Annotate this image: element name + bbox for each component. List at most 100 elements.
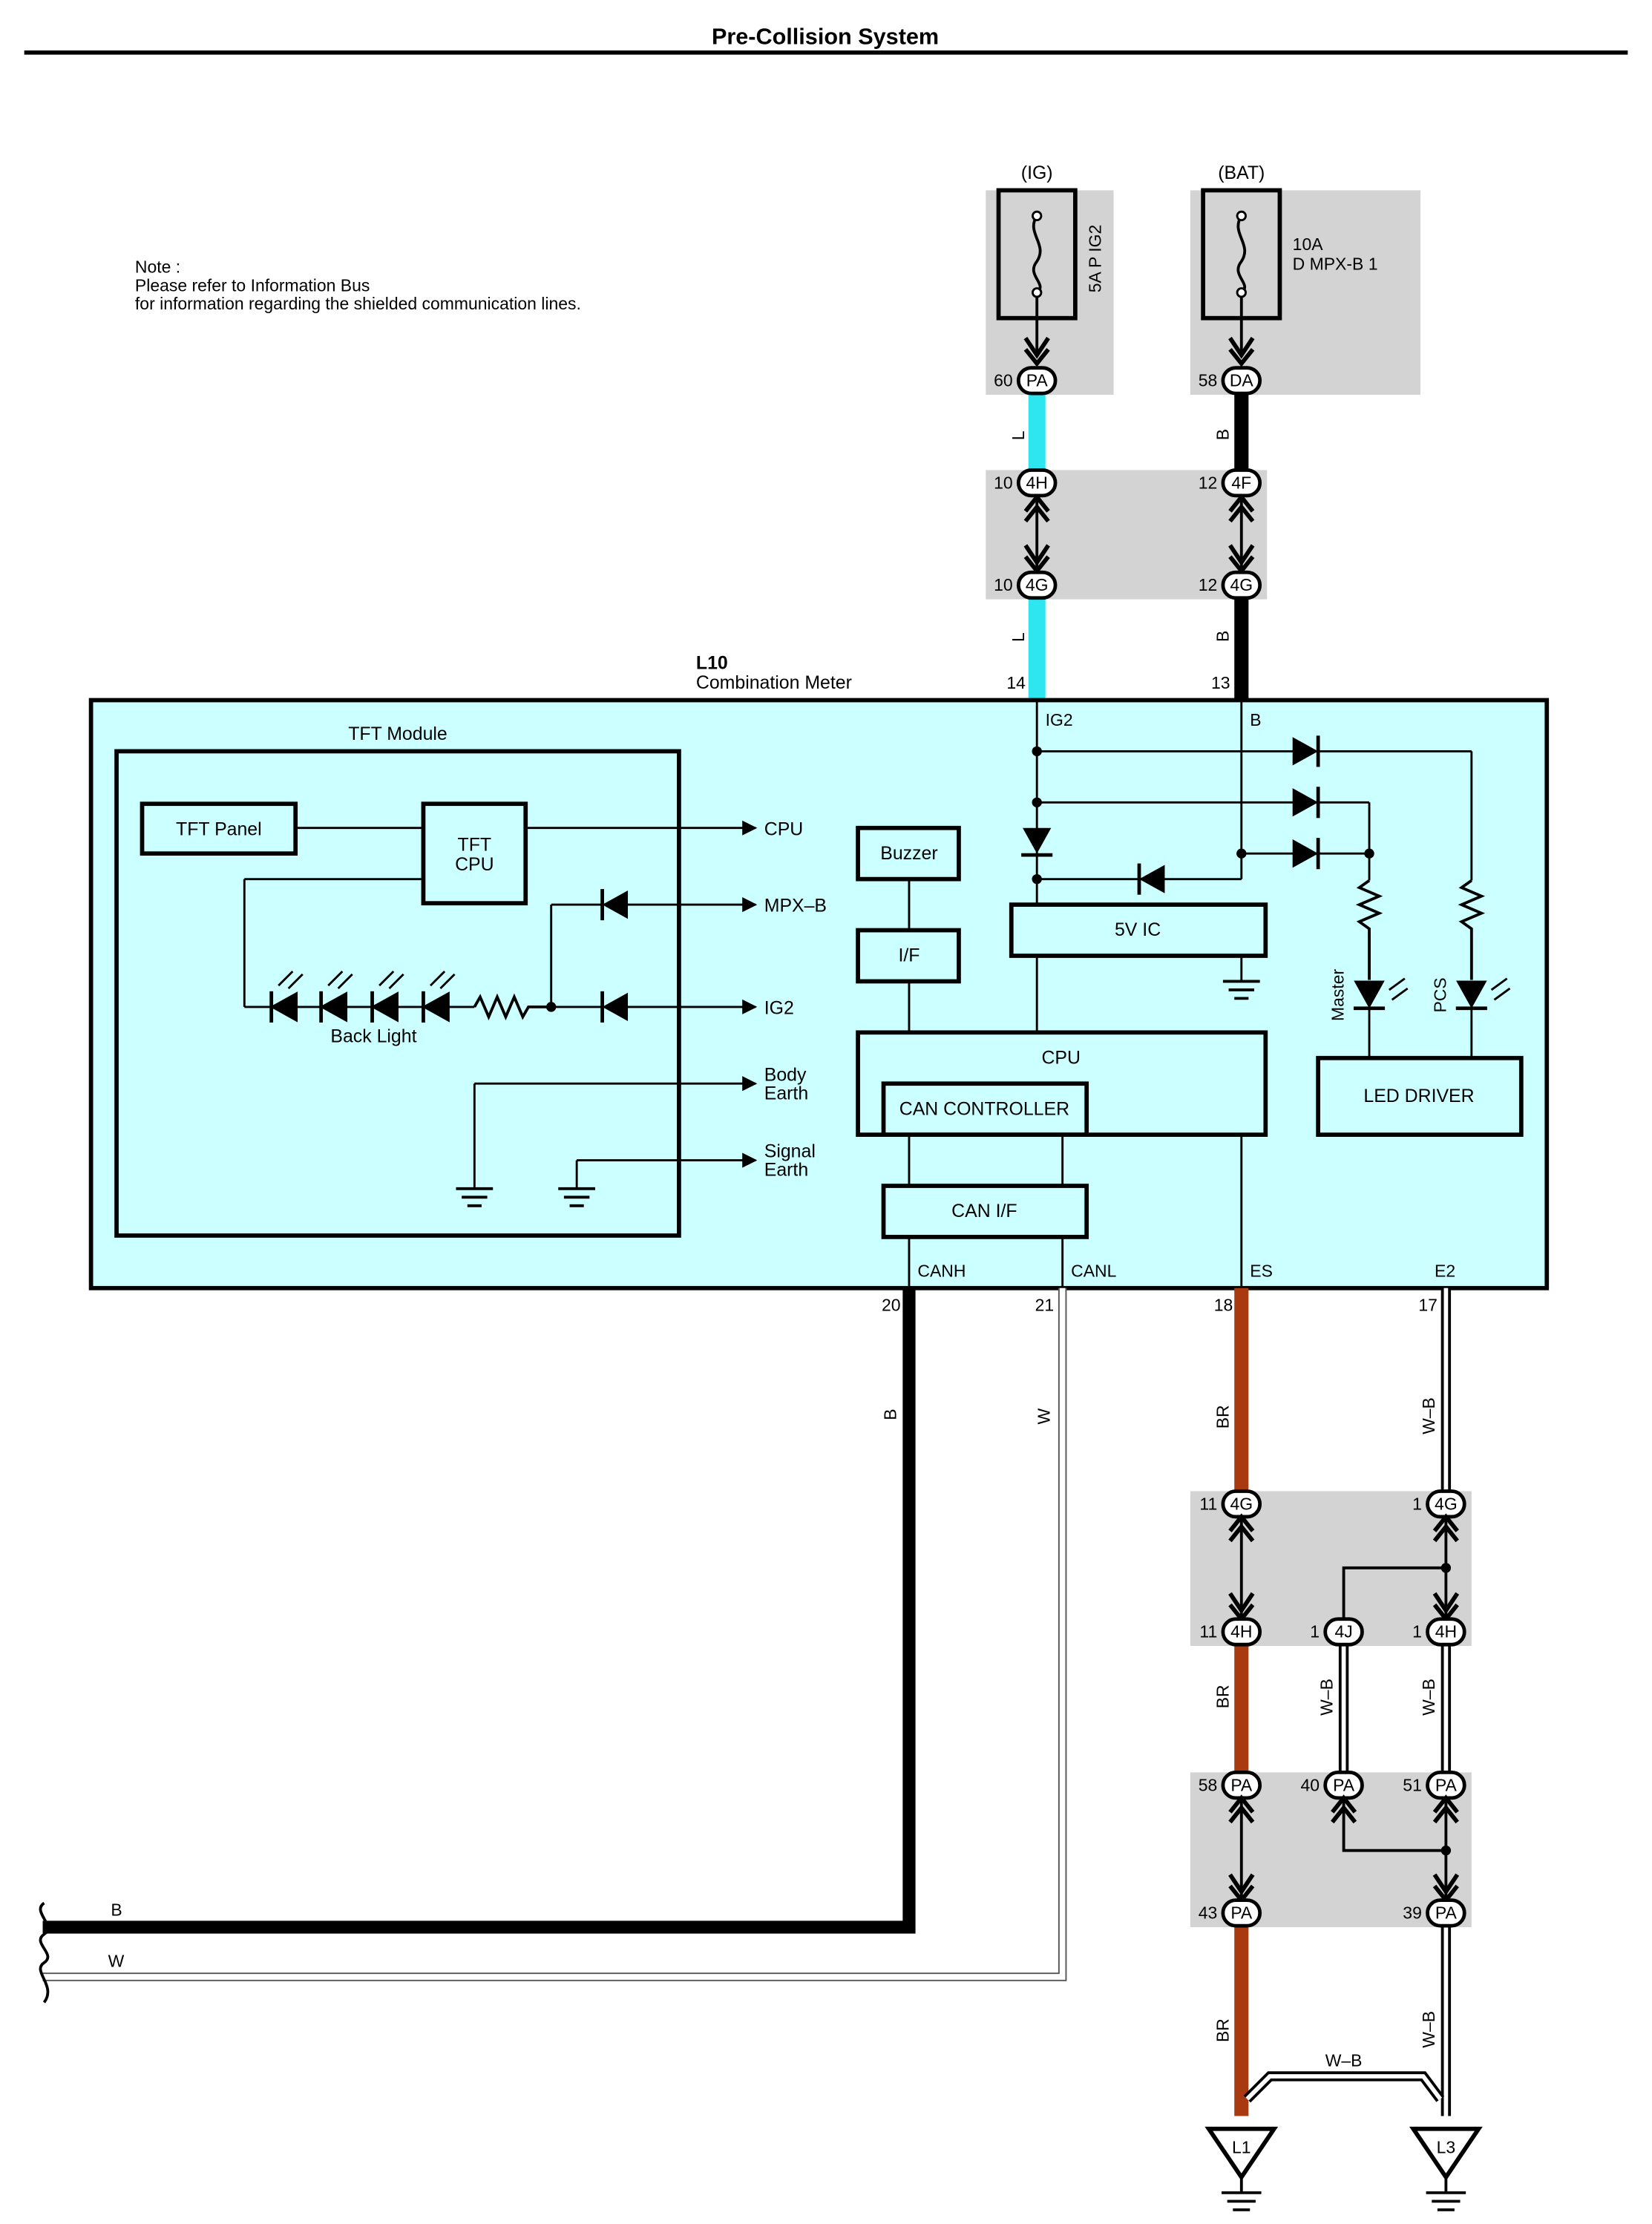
pin-51: 51: [1403, 1775, 1422, 1794]
pin-39: 39: [1403, 1903, 1422, 1923]
ig2-diode: [602, 992, 629, 1022]
tft-out-mpxb: MPX–B: [764, 896, 827, 916]
wire-color-canh: B: [881, 1408, 900, 1420]
connector-da-fuse-bat: [1221, 366, 1262, 396]
wire-color-ig-upper: L: [1009, 431, 1028, 441]
note-line-1: Note :: [135, 257, 180, 276]
wire-color-canl: W: [1034, 1408, 1053, 1425]
connector-pa-j2-e2-label: PA: [1435, 1775, 1458, 1794]
pin-1-4j: 1: [1310, 1622, 1320, 1641]
wire-color-mid-4j: W–B: [1317, 1679, 1336, 1716]
pin-12-bottom: 12: [1199, 575, 1218, 594]
can-if-label: CAN I/F: [951, 1201, 1017, 1221]
note-line-2: Please refer to Information Bus: [135, 275, 370, 295]
wire-color-es-lower: BR: [1213, 2018, 1233, 2042]
b-to-master-diode: [1292, 839, 1319, 868]
connector-pa-j2-mid-label: PA: [1333, 1775, 1355, 1794]
note-line-3: for information regarding the shielded c…: [135, 294, 581, 313]
wire-color-bat-lower: B: [1213, 631, 1233, 642]
backlight-leds: [269, 971, 456, 1023]
wire-label-left-w: W: [108, 1952, 125, 1971]
pin-13: 13: [1211, 673, 1230, 692]
fuse-bat-name-2: D MPX-B 1: [1293, 255, 1378, 274]
fuse-bat-box: [1190, 190, 1420, 396]
connector-4h-j1-e2-label: 4H: [1435, 1622, 1457, 1641]
pin-name-b: B: [1250, 710, 1261, 729]
tft-panel-label: TFT Panel: [176, 819, 262, 839]
if-label: I/F: [898, 945, 920, 966]
signal-earth-2: Earth: [764, 1160, 808, 1181]
body-earth-2: Earth: [764, 1083, 808, 1103]
master-resistor: [1355, 879, 1383, 980]
pin-11-j1-top: 11: [1199, 1494, 1217, 1513]
pin-name-ig2: IG2: [1046, 710, 1073, 729]
fuse-bat-element: [1236, 214, 1247, 294]
connector-4g-top-right-label: 4G: [1230, 575, 1253, 594]
pin-11-j1-bottom: 11: [1199, 1622, 1217, 1641]
connector-4g-top-left: [1016, 570, 1058, 600]
tft-cpu-label-2: CPU: [455, 854, 494, 875]
connector-4f-label: 4F: [1231, 473, 1251, 492]
fuse-bat-name-1: 10A: [1293, 234, 1324, 254]
ic-5v: [1009, 902, 1268, 958]
led-pcs-label: PCS: [1430, 977, 1449, 1012]
connector-4h-j1-es: [1221, 1617, 1262, 1647]
connector-pa-j2-e2-bottom-label: PA: [1435, 1903, 1458, 1923]
can-controller-label: CAN CONTROLLER: [899, 1098, 1069, 1119]
connector-pa-j2-es-bottom-label: PA: [1230, 1903, 1253, 1923]
signal-earth-symbol: [558, 1187, 596, 1207]
fuse-ig-box: [986, 190, 1114, 396]
connector-pa-j2-e2-bottom: [1426, 1898, 1466, 1928]
pin-name-canl: CANL: [1071, 1261, 1116, 1280]
pin-10-top: 10: [994, 473, 1013, 492]
connector-4j-label: 4J: [1334, 1622, 1352, 1641]
pin-12-top: 12: [1199, 473, 1218, 492]
pin-10-bottom: 10: [994, 575, 1013, 594]
wire-color-bat-upper: B: [1213, 429, 1233, 440]
note: Note : Please refer to Information Bus f…: [135, 257, 581, 313]
wire-label-left-b: B: [111, 1900, 122, 1920]
connector-pa-j2-es-label: PA: [1230, 1775, 1253, 1794]
pin-name-canh: CANH: [917, 1261, 966, 1280]
body-earth-1: Body: [764, 1064, 807, 1085]
pin-18: 18: [1214, 1295, 1233, 1314]
ig2-to-pcs-diode: [1292, 737, 1319, 766]
connector-pa-j2-es-bottom: [1221, 1898, 1262, 1928]
pin-14: 14: [1006, 673, 1026, 692]
body-earth-symbol: [456, 1187, 494, 1207]
wire-color-ig-lower: L: [1009, 632, 1028, 642]
connector-4g-j1-es-label: 4G: [1230, 1494, 1253, 1513]
pin-name-es: ES: [1250, 1261, 1273, 1280]
tft-module-label: TFT Module: [348, 724, 448, 744]
connector-4h-j1-es-label: 4H: [1230, 1622, 1252, 1641]
pin-1-j1-bottom: 1: [1412, 1622, 1422, 1641]
fuse-ig-label: (IG): [1021, 163, 1053, 183]
pin-1-j1-top: 1: [1412, 1494, 1422, 1513]
cpu-label: CPU: [1041, 1047, 1081, 1068]
wire-color-e2-mid: W–B: [1419, 1679, 1438, 1716]
ground-l3-label: L3: [1437, 2137, 1456, 2156]
ic-ground-symbol: [1222, 980, 1260, 1000]
ground-l1-label: L1: [1232, 2137, 1251, 2156]
fuse-bat-label: (BAT): [1218, 163, 1265, 183]
wire-color-ground-link: W–B: [1325, 2051, 1363, 2070]
b-to-ic-diode: [1138, 865, 1165, 893]
wire-color-e2-lower: W–B: [1419, 2011, 1438, 2048]
ig2-main-diode: [1023, 827, 1052, 854]
pin-60: 60: [994, 371, 1013, 390]
can-if: [881, 1184, 1089, 1239]
wire-color-e2-upper: W–B: [1419, 1397, 1438, 1434]
fuse-ig-name: 5A P IG2: [1085, 225, 1104, 292]
component-name: Combination Meter: [696, 672, 852, 693]
led-master-label: Master: [1328, 969, 1348, 1022]
pin-58-j2: 58: [1199, 1775, 1218, 1794]
mpxb-diode: [602, 890, 629, 919]
tft-cpu: [421, 801, 528, 906]
wire-canh: [42, 1288, 916, 1934]
pin-43: 43: [1199, 1903, 1218, 1923]
pin-20: 20: [882, 1295, 901, 1314]
pin-21: 21: [1035, 1295, 1055, 1314]
connector-4h-j1-e2: [1426, 1617, 1466, 1647]
tft-out-ig2: IG2: [764, 997, 794, 1018]
connector-4g-top-left-label: 4G: [1026, 575, 1049, 594]
